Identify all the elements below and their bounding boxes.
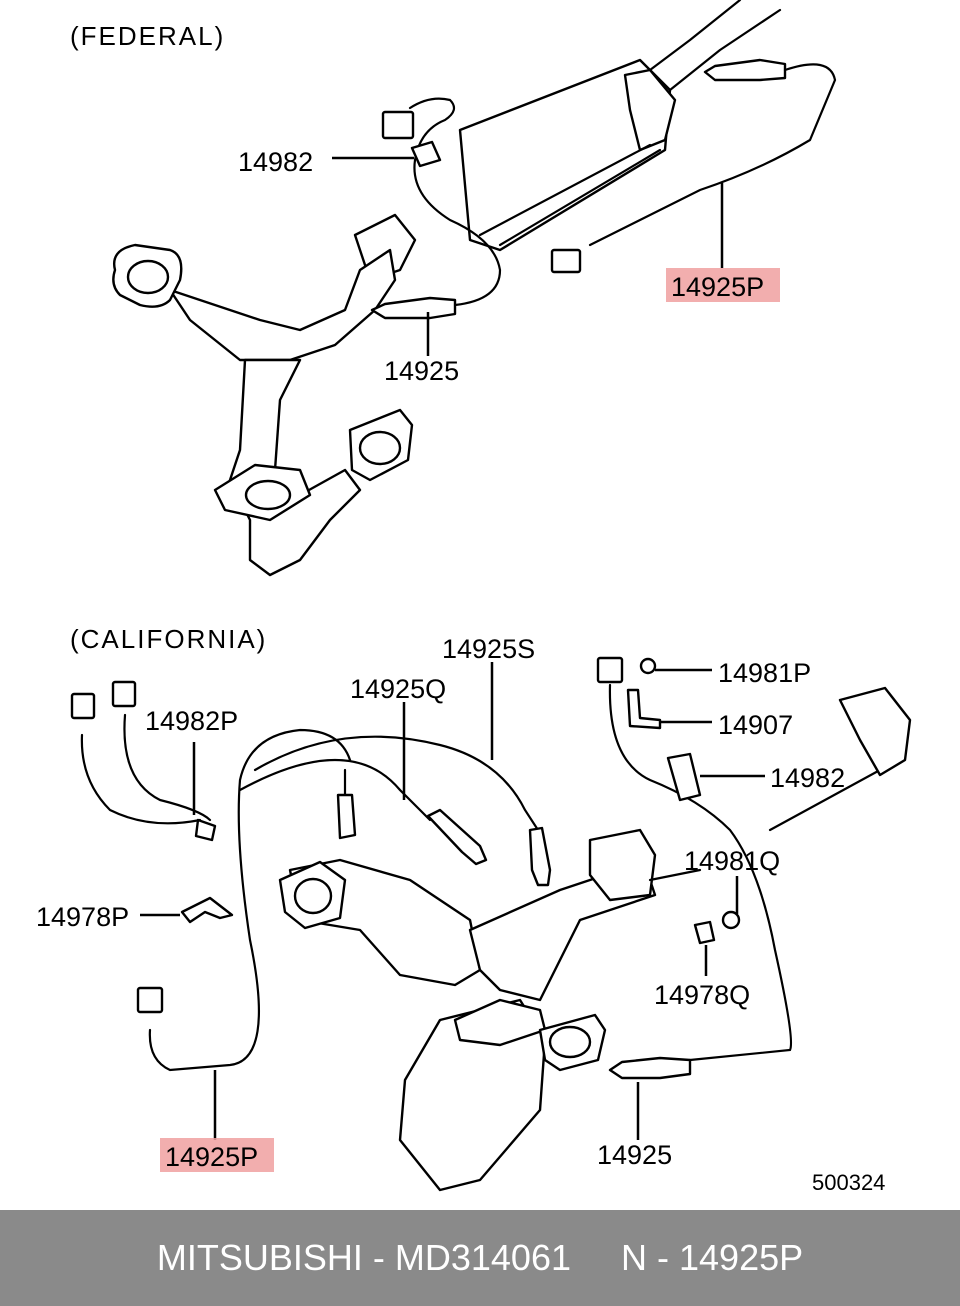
section-title-federal: (FEDERAL) (70, 21, 225, 51)
label-ca-14982p: 14982P (145, 706, 238, 736)
california-oxygen-sensors (70, 656, 793, 1080)
label-ca-14982: 14982 (770, 763, 845, 793)
label-ca-14981p: 14981P (718, 658, 811, 688)
label-federal-14925p: 14925P (671, 272, 764, 302)
label-federal-14982: 14982 (238, 147, 313, 177)
diagram-code: 500324 (812, 1170, 885, 1195)
highlight-ca-14925p (160, 1138, 274, 1172)
california-exhaust-assembly (278, 686, 912, 1192)
section-title-california: (CALIFORNIA) (70, 624, 267, 654)
label-ca-14925: 14925 (597, 1140, 672, 1170)
label-ca-14925q: 14925Q (350, 674, 446, 704)
california-callouts (140, 662, 765, 1140)
label-ca-14925p: 14925P (165, 1142, 258, 1172)
federal-exhaust-assembly (112, 0, 782, 577)
highlight-federal-14925p (666, 268, 780, 302)
federal-oxygen-sensors (370, 58, 837, 320)
label-ca-14925s: 14925S (442, 634, 535, 664)
footer-part-info: MITSUBISHI - MD314061 N - 14925P (156, 1237, 804, 1278)
parts-diagram: (FEDERAL) (36, 0, 912, 1195)
label-federal-14925: 14925 (384, 356, 459, 386)
label-ca-14978q: 14978Q (654, 980, 750, 1010)
footer-bar: MITSUBISHI - MD314061 N - 14925P (0, 1210, 960, 1306)
label-ca-14978p: 14978P (36, 902, 129, 932)
label-ca-14907: 14907 (718, 710, 793, 740)
federal-callouts (332, 156, 724, 356)
label-ca-14981q: 14981Q (684, 846, 780, 876)
